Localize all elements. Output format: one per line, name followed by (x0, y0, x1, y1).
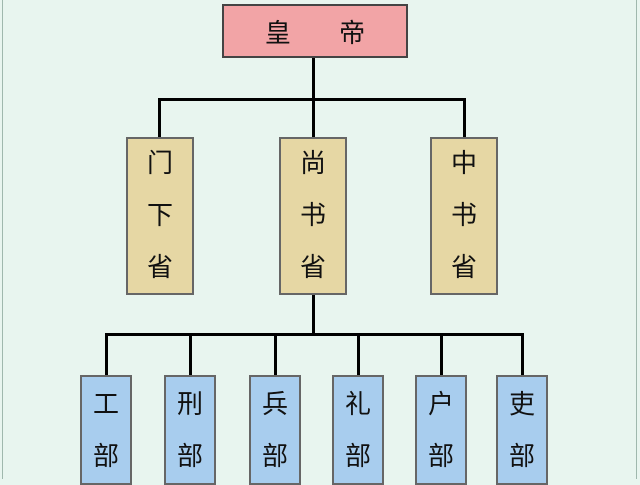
connector-ministry-2 (189, 333, 192, 376)
ministry-char: 部 (176, 442, 203, 472)
frame-right-border (636, 0, 637, 479)
ministry-box-revenue: 户 部 (415, 375, 467, 485)
province-char: 书 (299, 201, 326, 231)
connector-left-province (158, 98, 161, 138)
ministry-char: 吏 (508, 390, 535, 420)
ministry-char: 部 (427, 442, 454, 472)
emperor-label: 皇 帝 (264, 18, 386, 49)
connector-center-province (312, 98, 315, 138)
frame-left-border (2, 0, 3, 479)
province-box-shangshu: 尚 书 省 (279, 137, 347, 295)
province-char: 书 (450, 201, 477, 231)
province-char: 中 (450, 149, 477, 179)
ministry-char: 工 (92, 390, 119, 420)
ministry-box-personnel: 吏 部 (496, 375, 548, 485)
ministry-char: 部 (344, 442, 371, 472)
province-char: 省 (299, 253, 326, 283)
ministry-char: 部 (508, 442, 535, 472)
connector-ministry-bus (105, 333, 524, 336)
ministry-char: 刑 (176, 390, 203, 420)
connector-ministry-1 (105, 333, 108, 376)
ministry-box-war: 兵 部 (249, 375, 301, 485)
ministry-box-works: 工 部 (80, 375, 132, 485)
ministry-char: 兵 (261, 390, 288, 420)
ministry-char: 礼 (344, 390, 371, 420)
province-char: 门 (146, 149, 173, 179)
ministry-box-rites: 礼 部 (332, 375, 384, 485)
ministry-char: 部 (92, 442, 119, 472)
province-char: 下 (146, 201, 173, 231)
connector-shangshu-down (312, 295, 315, 335)
connector-emperor-down (312, 58, 315, 100)
province-box-zhongshu: 中 书 省 (430, 137, 498, 295)
ministry-box-justice: 刑 部 (164, 375, 216, 485)
connector-ministry-6 (521, 333, 524, 376)
emperor-box: 皇 帝 (222, 4, 408, 58)
ministry-char: 部 (261, 442, 288, 472)
connector-ministry-5 (440, 333, 443, 376)
connector-ministry-4 (357, 333, 360, 376)
ministry-char: 户 (427, 390, 454, 420)
province-char: 省 (146, 253, 173, 283)
province-box-menxia: 门 下 省 (126, 137, 194, 295)
province-char: 省 (450, 253, 477, 283)
province-char: 尚 (299, 149, 326, 179)
connector-ministry-3 (274, 333, 277, 376)
connector-right-province (463, 98, 466, 138)
